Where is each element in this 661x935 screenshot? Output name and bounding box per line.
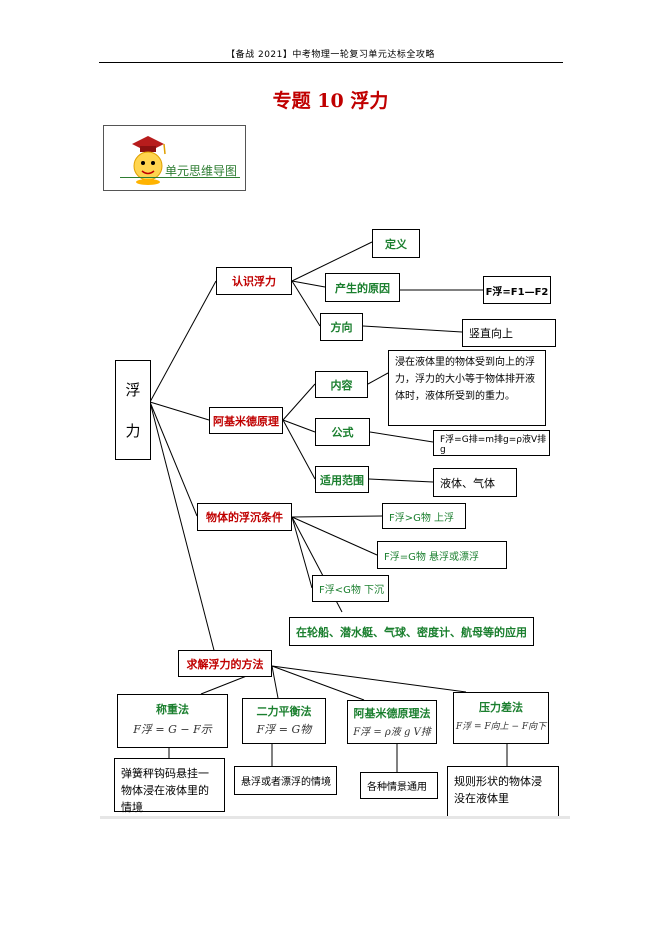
node-archimedes-principle: 阿基米德原理 — [209, 407, 283, 434]
node-scope: 适用范围 — [315, 466, 369, 493]
archimedes-formula: F浮=G排=m排g=ρ液V排g — [433, 430, 550, 456]
logo-underline — [120, 177, 240, 178]
page-header: 【备战 2021】中考物理一轮复习单元达标全攻略 — [226, 50, 435, 60]
logo-label: 单元思维导图 — [165, 164, 238, 178]
node-recognize-buoyancy: 认识浮力 — [216, 267, 292, 295]
method-balance-desc: 悬浮或者漂浮的情境 — [234, 766, 337, 795]
node-solve-methods: 求解浮力的方法 — [178, 650, 272, 677]
node-definition: 定义 — [372, 229, 420, 258]
method-pressure-diff-desc: 规则形状的物体浸没在液体里 — [447, 766, 559, 817]
node-sink-float-conditions: 物体的浮沉条件 — [197, 503, 292, 531]
bottom-rule — [100, 816, 570, 819]
condition-sink: F浮<G物 下沉 — [312, 575, 389, 602]
condition-rise: F浮>G物 上浮 — [382, 503, 466, 529]
method-weighing-desc: 弹簧秤钩码悬挂一物体浸在液体里的情境 — [114, 758, 225, 814]
method-archimedes-title: 阿基米德原理法 — [353, 707, 431, 720]
method-archimedes: 阿基米德原理法 F浮 = ρ液 g V排 — [347, 700, 437, 744]
node-content: 内容 — [315, 371, 368, 398]
node-formula: 公式 — [315, 418, 370, 446]
student-mascot-icon — [132, 136, 166, 185]
mindmap-logo-box — [103, 125, 246, 191]
method-balance-formula: F浮 = G物 — [256, 723, 312, 736]
method-weighing: 称重法 F浮 = G − F示 — [117, 694, 228, 748]
method-archimedes-desc: 各种情景通用 — [360, 772, 438, 799]
node-applications: 在轮船、潜水艇、气球、密度计、航母等的应用 — [289, 617, 534, 646]
root-char-1: 浮 — [125, 381, 141, 399]
method-pressure-diff: 压力差法 F浮 = F向上 − F向下 — [453, 692, 549, 744]
node-cause: 产生的原因 — [325, 273, 400, 302]
method-balance: 二力平衡法 F浮 = G物 — [242, 698, 326, 744]
content-text: 浸在液体里的物体受到向上的浮力，浮力的大小等于物体排开液体时，液体所受到的重力。 — [388, 350, 546, 426]
method-weighing-formula: F浮 = G − F示 — [133, 723, 212, 736]
node-direction: 方向 — [320, 313, 363, 341]
root-node-buoyancy: 浮 力 — [115, 360, 151, 460]
condition-suspend: F浮=G物 悬浮或漂浮 — [377, 541, 507, 569]
header-rule — [99, 62, 563, 63]
direction-value: 竖直向上 — [462, 319, 556, 347]
method-pressure-diff-formula: F浮 = F向上 − F向下 — [455, 722, 547, 732]
method-pressure-diff-title: 压力差法 — [479, 701, 523, 714]
method-balance-title: 二力平衡法 — [256, 705, 312, 718]
scope-value: 液体、气体 — [433, 468, 517, 497]
method-weighing-title: 称重法 — [156, 703, 189, 716]
page-title: 专题 10 浮力 — [272, 90, 389, 112]
root-char-2: 力 — [125, 422, 141, 440]
cause-formula: F浮=F1—F2 — [483, 276, 551, 304]
method-archimedes-formula: F浮 = ρ液 g V排 — [353, 727, 431, 738]
